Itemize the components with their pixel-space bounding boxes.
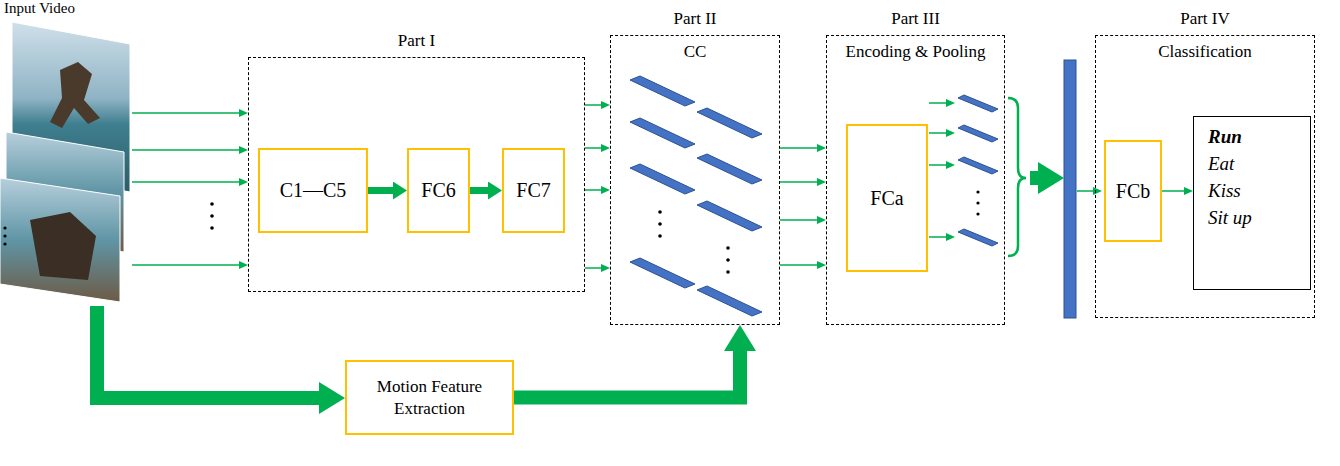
- ellipsis-dots: [976, 190, 979, 215]
- flow-arrow: [585, 147, 601, 149]
- box-label: FC7: [516, 179, 550, 202]
- flow-arrow: [585, 189, 601, 191]
- flow-arrow: [1162, 190, 1184, 192]
- box-label: C1—C5: [280, 179, 347, 202]
- stage-title: CC: [611, 42, 779, 62]
- stage-group: Part IC1—C5FC6FC7: [248, 57, 585, 292]
- fc-layer-box: FC6: [407, 148, 470, 233]
- part-heading: Part I: [249, 31, 584, 51]
- pooling-arrow: [1030, 171, 1038, 185]
- flow-arrow: [514, 351, 740, 398]
- stage-group: Part IICC: [610, 35, 780, 325]
- encoding-arrows: [929, 103, 946, 237]
- input-arrows: [132, 113, 239, 265]
- box-label: Motion Feature Extraction: [347, 376, 512, 420]
- motion-flow-arrow: [97, 306, 319, 398]
- flow-arrow: [585, 104, 601, 106]
- stage-group: Part IIIEncoding & PoolingFCa: [826, 35, 1005, 325]
- pooled-vector-bar: [1064, 60, 1076, 318]
- class-label: Sit up: [1208, 204, 1310, 231]
- bar-to-classifier-arrow: [1077, 190, 1093, 192]
- ellipsis-dots: [658, 210, 730, 274]
- conv-layers-box: C1—C5: [258, 148, 368, 233]
- class-label: Kiss: [1208, 177, 1310, 204]
- fc-layer-box: FCb: [1104, 140, 1162, 242]
- encoded-vectors: [958, 95, 998, 246]
- flow-arrow: [470, 187, 488, 194]
- flow-arrow: [780, 219, 817, 221]
- flow-arrow: [780, 264, 817, 266]
- flow-arrow: [780, 147, 817, 149]
- box-label: FCb: [1116, 180, 1150, 203]
- pooling-brace: [1008, 98, 1026, 256]
- stage-group: Part IVClassificationFCbRunEatKissSit up: [1095, 35, 1315, 318]
- video-frames: [0, 22, 130, 302]
- stage-title: Encoding & Pooling: [827, 42, 1004, 62]
- fc-layer-box: FC7: [502, 148, 565, 233]
- box-label: FCa: [870, 187, 903, 210]
- flow-arrow: [780, 181, 817, 183]
- ellipsis-dots: [210, 202, 214, 230]
- class-label: Eat: [1208, 150, 1310, 177]
- fc-layer-box: FCa: [846, 124, 928, 272]
- part-heading: Part II: [611, 9, 779, 29]
- flow-arrow: [368, 187, 393, 194]
- part-heading: Part IV: [1096, 9, 1314, 29]
- flow-arrow: [585, 267, 601, 269]
- input-label: Input Video: [4, 0, 75, 17]
- process-box: Motion Feature Extraction: [345, 360, 514, 435]
- class-label: Run: [1208, 123, 1310, 150]
- stage-title: Classification: [1096, 42, 1314, 62]
- class-list-box: RunEatKissSit up: [1193, 116, 1311, 290]
- part-heading: Part III: [827, 9, 1004, 29]
- feature-vectors: [630, 76, 762, 316]
- box-label: FC6: [421, 179, 455, 202]
